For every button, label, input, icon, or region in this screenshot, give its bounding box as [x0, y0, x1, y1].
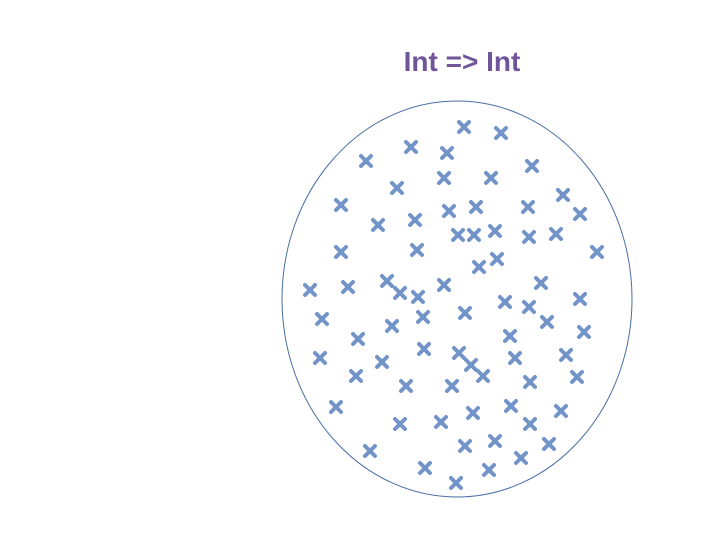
x-mark-icon: [573, 292, 587, 306]
x-mark-icon: [399, 379, 413, 393]
x-mark-icon: [549, 227, 563, 241]
x-mark-icon: [418, 461, 432, 475]
x-mark-icon: [458, 439, 472, 453]
x-mark-icon: [573, 207, 587, 221]
x-mark-icon: [570, 370, 584, 384]
set-ellipse: [281, 100, 633, 498]
element-markers: [303, 120, 604, 490]
x-mark-icon: [590, 245, 604, 259]
x-mark-icon: [482, 463, 496, 477]
x-mark-icon: [472, 260, 486, 274]
x-mark-icon: [334, 198, 348, 212]
x-mark-icon: [371, 218, 385, 232]
x-mark-icon: [303, 283, 317, 297]
x-mark-icon: [458, 306, 472, 320]
x-mark-icon: [457, 120, 471, 134]
x-mark-icon: [464, 358, 478, 372]
x-mark-icon: [503, 329, 517, 343]
x-mark-icon: [393, 417, 407, 431]
x-mark-icon: [490, 252, 504, 266]
x-mark-icon: [521, 200, 535, 214]
x-mark-icon: [334, 245, 348, 259]
slide-title: Int => Int: [403, 46, 521, 77]
x-mark-icon: [522, 230, 536, 244]
x-mark-icon: [434, 415, 448, 429]
x-mark-icon: [442, 204, 456, 218]
x-mark-icon: [523, 375, 537, 389]
x-mark-icon: [508, 351, 522, 365]
x-mark-icon: [514, 451, 528, 465]
x-mark-icon: [341, 280, 355, 294]
x-mark-icon: [466, 406, 480, 420]
x-mark-icon: [385, 319, 399, 333]
x-mark-icon: [469, 200, 483, 214]
x-mark-icon: [417, 342, 431, 356]
x-mark-icon: [410, 243, 424, 257]
x-mark-icon: [488, 224, 502, 238]
x-mark-icon: [411, 290, 425, 304]
x-mark-icon: [437, 171, 451, 185]
x-mark-icon: [534, 276, 548, 290]
x-mark-icon: [577, 325, 591, 339]
x-mark-icon: [445, 379, 459, 393]
x-mark-icon: [494, 126, 508, 140]
x-mark-icon: [390, 181, 404, 195]
x-mark-icon: [363, 444, 377, 458]
x-mark-icon: [404, 140, 418, 154]
x-mark-icon: [375, 355, 389, 369]
x-mark-icon: [408, 213, 422, 227]
x-mark-icon: [504, 399, 518, 413]
x-mark-icon: [554, 404, 568, 418]
x-mark-icon: [393, 286, 407, 300]
x-mark-icon: [440, 146, 454, 160]
x-mark-icon: [416, 310, 430, 324]
x-mark-icon: [351, 332, 365, 346]
x-mark-icon: [523, 417, 537, 431]
x-mark-icon: [359, 154, 373, 168]
x-mark-icon: [437, 278, 451, 292]
x-mark-icon: [467, 228, 481, 242]
x-mark-icon: [525, 159, 539, 173]
x-mark-icon: [556, 188, 570, 202]
x-mark-icon: [542, 437, 556, 451]
x-mark-icon: [349, 369, 363, 383]
x-mark-icon: [315, 312, 329, 326]
x-mark-icon: [452, 346, 466, 360]
x-mark-icon: [488, 434, 502, 448]
x-mark-icon: [476, 369, 490, 383]
x-mark-icon: [498, 295, 512, 309]
x-mark-icon: [329, 400, 343, 414]
x-mark-icon: [522, 300, 536, 314]
x-mark-icon: [449, 476, 463, 490]
x-mark-icon: [380, 274, 394, 288]
x-mark-icon: [540, 315, 554, 329]
x-mark-icon: [313, 351, 327, 365]
x-mark-icon: [451, 228, 465, 242]
x-mark-icon: [484, 171, 498, 185]
x-mark-icon: [559, 348, 573, 362]
